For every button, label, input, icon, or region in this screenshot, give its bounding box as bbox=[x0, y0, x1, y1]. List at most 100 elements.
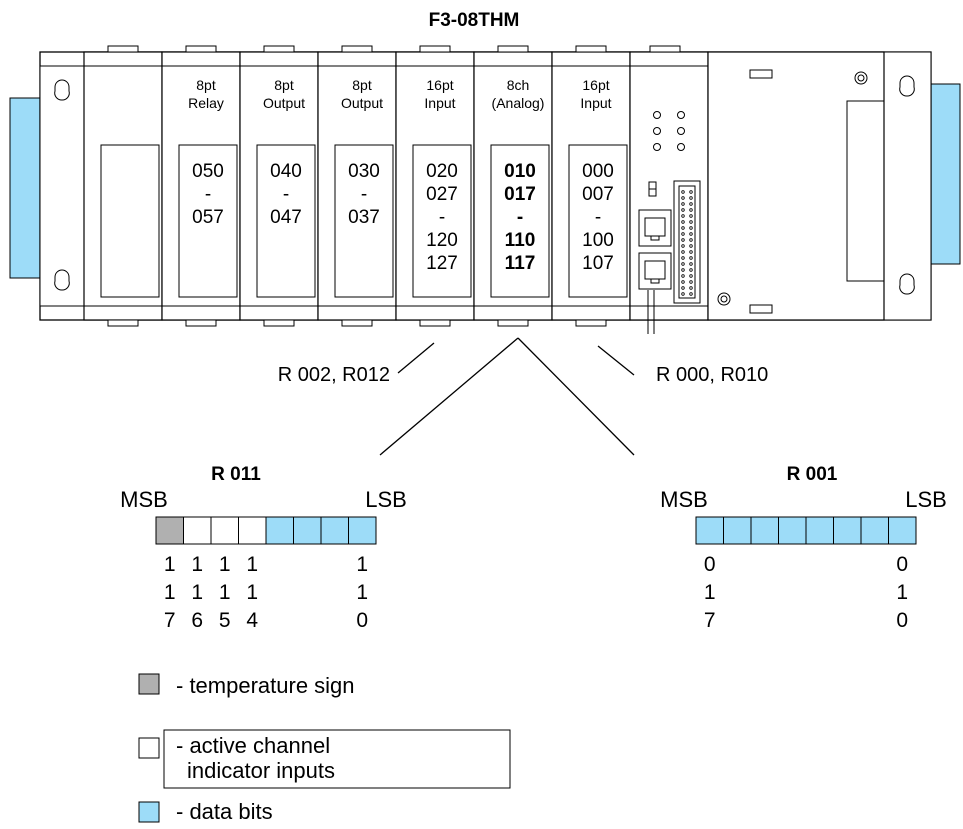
bit-cell-sign bbox=[155, 516, 184, 545]
legend-data-label: - data bits bbox=[176, 799, 273, 824]
callout-left: R 002, R012 bbox=[278, 364, 390, 386]
bit-cell-data bbox=[293, 516, 322, 545]
slot-header-text: 8pt bbox=[352, 77, 372, 93]
slot-address-text: - bbox=[439, 207, 445, 228]
slot-header-text: 16pt bbox=[426, 77, 453, 93]
legend: - temperature sign - active channel indi… bbox=[138, 673, 511, 824]
status-led-icon bbox=[653, 111, 685, 151]
screw-icon bbox=[717, 292, 731, 306]
bit-number-digit: 1 bbox=[219, 581, 231, 604]
bit-cell-data bbox=[860, 516, 889, 545]
io-module-slot bbox=[83, 45, 163, 327]
legend-active: - active channel indicator inputs bbox=[138, 729, 511, 789]
bit-cell-data bbox=[805, 516, 834, 545]
slot-address-text: - bbox=[283, 184, 289, 205]
slot-header-text: (Analog) bbox=[492, 95, 545, 111]
address-label-window bbox=[178, 144, 238, 298]
bit-number-digit: 1 bbox=[896, 581, 908, 604]
bit-cell-data bbox=[778, 516, 807, 545]
address-label-window bbox=[412, 144, 472, 298]
address-label-window bbox=[568, 144, 628, 298]
left-side-panel bbox=[9, 97, 41, 279]
slot-address-text: 017 bbox=[504, 184, 536, 205]
comm-port-icon bbox=[638, 209, 672, 247]
bit-cell-data bbox=[888, 516, 917, 545]
slot-address-text: 110 bbox=[505, 230, 536, 251]
bit-number-digit: 1 bbox=[191, 581, 203, 604]
msb-label: MSB bbox=[120, 487, 168, 512]
mounting-hole-icon bbox=[899, 273, 915, 295]
mode-switch-icon bbox=[648, 181, 657, 197]
legend-data: - data bits bbox=[138, 799, 273, 824]
slot-header-text: 8ch bbox=[507, 77, 530, 93]
callout-right: R 000, R010 bbox=[656, 364, 768, 386]
slot-header-text: 8pt bbox=[196, 77, 216, 93]
slot-header-text: Input bbox=[424, 95, 455, 111]
bit-number-digit: 6 bbox=[191, 609, 203, 632]
bit-cell-data bbox=[265, 516, 294, 545]
cable-icon bbox=[647, 290, 655, 334]
screw-icon bbox=[854, 71, 868, 85]
slot-address-text: - bbox=[205, 184, 211, 205]
slot-header-text: Input bbox=[580, 95, 611, 111]
bit-number-digit: 0 bbox=[704, 553, 716, 576]
callouts: R 002, R012 R 000, R010 bbox=[278, 337, 768, 456]
slot-header-text: Relay bbox=[188, 95, 224, 111]
slot-address-text: 100 bbox=[582, 230, 614, 251]
address-label-window bbox=[256, 144, 316, 298]
lsb-label: LSB bbox=[905, 487, 947, 512]
diagram-title: F3-08THM bbox=[429, 10, 520, 31]
slot-header-text: 16pt bbox=[582, 77, 609, 93]
slot-address-text: 117 bbox=[505, 253, 536, 274]
legend-sign-swatch bbox=[138, 673, 160, 695]
slot-address-text: - bbox=[361, 184, 367, 205]
msb-label: MSB bbox=[660, 487, 708, 512]
bit-number-digit: 1 bbox=[704, 581, 716, 604]
bit-number-digit: 1 bbox=[164, 553, 176, 576]
slot-address-text: 010 bbox=[504, 161, 536, 182]
bit-cell-data bbox=[833, 516, 862, 545]
bit-number-digit: 1 bbox=[219, 553, 231, 576]
legend-active-box bbox=[163, 729, 511, 789]
slot-address-text: 040 bbox=[270, 161, 302, 182]
bit-cell-active bbox=[183, 516, 212, 545]
comm-port-icon bbox=[638, 252, 672, 290]
bit-number-digit: 4 bbox=[246, 609, 258, 632]
legend-sign: - temperature sign bbox=[138, 673, 355, 698]
bit-cell-data bbox=[723, 516, 752, 545]
mounting-hole-icon bbox=[899, 75, 915, 97]
slot-address-text: 030 bbox=[348, 161, 380, 182]
slot-address-text: 037 bbox=[348, 207, 380, 228]
bit-number-digit: 0 bbox=[896, 609, 908, 632]
bit-number-digit: 1 bbox=[356, 581, 368, 604]
register-title: R 001 bbox=[787, 464, 838, 485]
module-slots: 8ptRelay050-0578ptOutput040-0478ptOutput… bbox=[83, 45, 631, 327]
bit-number-digit: 1 bbox=[246, 553, 258, 576]
legend-sign-label: - temperature sign bbox=[176, 673, 355, 698]
slot-header-text: 8pt bbox=[274, 77, 294, 93]
slot-address-text: - bbox=[517, 207, 523, 228]
slot-address-text: 000 bbox=[582, 161, 614, 182]
left-bracket bbox=[39, 65, 85, 307]
cpu-module bbox=[629, 45, 709, 334]
bit-number-digit: 1 bbox=[191, 553, 203, 576]
slot-address-text: 027 bbox=[426, 184, 458, 205]
power-supply-module bbox=[707, 51, 885, 321]
slot-address-text: 050 bbox=[192, 161, 224, 182]
address-label-window bbox=[334, 144, 394, 298]
legend-active-line1: - active channel bbox=[176, 733, 330, 758]
register-title: R 011 bbox=[211, 464, 261, 485]
slot-header-text: Output bbox=[341, 95, 383, 111]
address-label-window bbox=[100, 144, 160, 298]
mounting-hole-icon bbox=[54, 269, 70, 291]
right-side-panel bbox=[929, 83, 961, 265]
address-label-window bbox=[490, 144, 550, 298]
bit-number-digit: 0 bbox=[356, 609, 368, 632]
bit-number-digit: 7 bbox=[704, 609, 716, 632]
